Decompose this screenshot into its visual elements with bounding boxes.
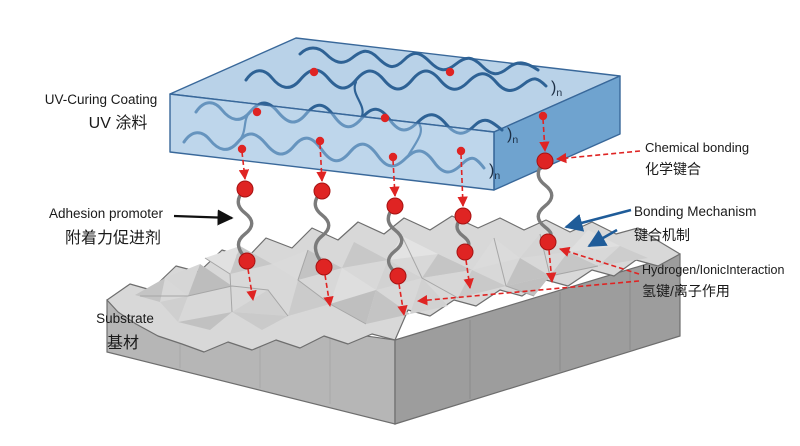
adhesion-promoter [536,152,557,251]
polymer-repeat-unit: )n [489,162,500,182]
rock-facet [178,312,232,330]
adhesion-promoter [313,182,333,276]
rock-facet [458,270,506,298]
substrate-right-face [394,253,681,425]
bond-site-dot [388,152,398,162]
chemical-bonding-label-en: Chemical bonding [645,140,749,155]
coating-box: )n )n )n [169,37,621,191]
chemical-bonding-pointer [555,150,641,164]
rock-crease [401,235,459,299]
substrate-block [106,215,681,425]
substrate-label-en: Substrate [96,311,154,326]
rock-facet [232,290,288,316]
bonding-mechanism-arrow [587,228,618,248]
coating-label-en: UV-Curing Coating [45,92,158,107]
rock-facet [160,296,188,322]
annotation-arrows [173,208,632,248]
chemical-bond-dash [539,118,550,153]
adhesion-promoter-arrow [173,209,234,226]
rock-facet [330,268,376,304]
polymer-chain [298,46,540,76]
substrate-bond-dash [463,259,474,290]
chemical-bond-dash [457,153,468,208]
bond-site-dot [237,144,247,154]
promoter-ball-top [454,207,472,225]
promoter-ball-bottom [238,252,256,270]
rock-facet [550,252,598,276]
bonding-mechanism-label-zh: 键合机制 [634,227,690,243]
bonding-mechanism-arrow [564,208,632,232]
promoter-chain [536,159,554,243]
promoter-ball-bottom [539,233,557,251]
polymer-chain [244,68,548,92]
bond-site-dot [445,67,455,77]
rock-facet [230,274,268,290]
substrate-bond-dash [397,283,408,317]
adhesion-promoter [236,180,256,270]
bond-site-dot [315,136,325,146]
promoter-chain [236,187,254,262]
substrate-bond-dash [545,249,557,284]
promoter-ball-top [313,182,331,200]
promoter-ball-top [386,197,404,215]
coating-label-zh: UV 涂料 [89,114,148,132]
adhesion-promoters [236,152,557,285]
promoter-chain [386,204,404,277]
chemical-bonding-label-zh: 化学键合 [645,161,701,177]
bonding-mechanism-label-en: Bonding Mechanism [634,204,756,219]
rock-facet [506,276,550,296]
rock-facet [342,242,388,268]
promoter-ball-top [236,180,254,198]
labels: UV-Curing Coating UV 涂料 Adhesion promote… [45,92,785,352]
bond-site-dot [309,67,319,77]
bond-annotations [237,67,641,317]
rock-facet [272,250,308,280]
rock-crease [140,285,289,317]
bond-site-dot [456,146,466,156]
polymer-repeat-unit: )n [551,79,562,99]
chemical-bond-dash [238,151,250,181]
substrate-label-zh: 基材 [107,334,139,352]
promoter-ball-bottom [389,267,407,285]
rock-crease [204,257,233,313]
rock-crease [493,237,535,297]
promoter-chain [313,189,331,268]
adhesion-promoter [454,207,474,261]
rock-facet [472,238,520,270]
adhesion-promoter-label-zh: 附着力促进剂 [65,229,161,247]
promoter-ball-top [536,152,554,170]
hydrogen-ionic-pointer [559,246,640,275]
rock-facet [232,312,288,330]
rock-facet [205,246,240,274]
rock-facet [165,264,200,296]
polymer-crosslink [353,80,364,118]
rock-crease [297,249,367,325]
adhesion-promoter [386,197,407,285]
promoter-ball-bottom [456,243,474,261]
bond-site-dot [538,111,548,121]
rock-facet [288,280,330,316]
substrate-bond-dash [246,268,257,302]
hydrogen-ionic-pointer [416,280,640,306]
bond-site-dot [252,107,262,117]
adhesion-promoter-label-en: Adhesion promoter [49,206,164,221]
rock-facet [422,270,472,298]
rock-facet [598,246,648,266]
rock-facet [506,258,550,286]
promoter-ball-bottom [315,258,333,276]
hydrogen-ionic-label-zh: 氢键/离子作用 [642,283,730,299]
polymer-repeat-unit: )n [507,126,518,146]
bond-site-dot [380,113,390,123]
chemical-bond-dash [316,143,327,183]
substrate-bond-dash [323,274,334,308]
chemical-bond-dash [389,159,400,198]
hydrogen-ionic-label-en: Hydrogen/IonicInteraction [642,263,784,277]
rock-facet [330,290,376,324]
